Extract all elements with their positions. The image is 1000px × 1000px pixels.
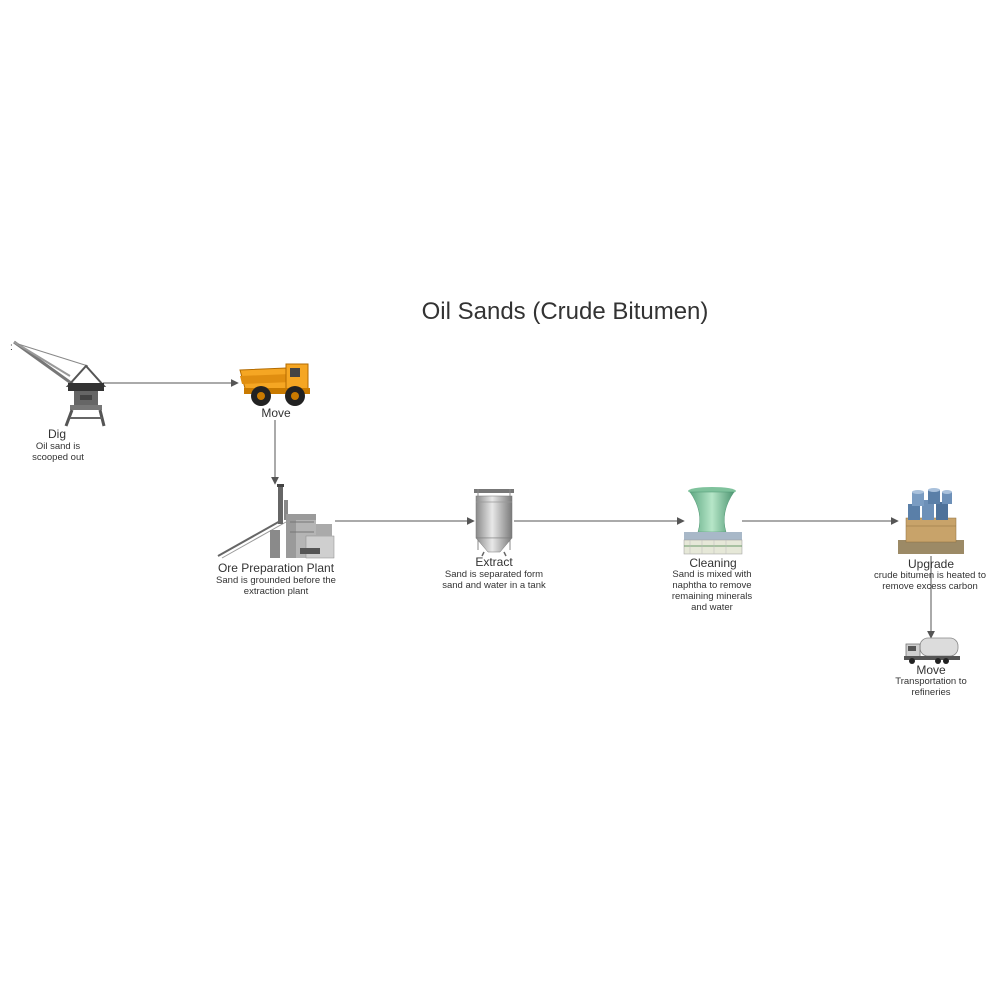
factory-icon: [217, 484, 335, 559]
node-label-upgrade: Upgrade: [907, 557, 955, 571]
node-label-ore-plant: Ore Preparation Plant: [217, 561, 335, 575]
storage-tanks-icon: [898, 488, 964, 554]
node-desc-cleaning: Sand is mixed with naphtha to remove rem…: [671, 569, 753, 613]
node-desc-ore-plant: Sand is grounded before the extraction p…: [216, 575, 336, 597]
node-desc-upgrade: crude bitumen is heated to remove excess…: [874, 570, 986, 592]
node-label-cleaning: Cleaning: [689, 556, 737, 570]
excavator-crane-icon: [13, 340, 107, 427]
node-desc-dig: Oil sand is scooped out: [32, 441, 84, 463]
diagram-title: Oil Sands (Crude Bitumen): [421, 298, 709, 325]
node-label-move-tanker: Move: [916, 663, 946, 677]
node-label-dig: Dig: [47, 427, 66, 441]
node-label-move-truck: Move: [261, 406, 291, 420]
tanker-truck-icon: [904, 637, 960, 664]
silo-tank-icon: [474, 489, 514, 557]
cooling-tower-icon: [683, 487, 743, 555]
stray-mark: :: [10, 342, 13, 353]
node-desc-extract: Sand is separated form sand and water in…: [442, 569, 546, 591]
edges: [103, 379, 935, 639]
dump-truck-icon: [239, 363, 310, 406]
node-label-extract: Extract: [475, 555, 513, 569]
node-desc-move-tanker: Transportation to refineries: [895, 676, 967, 698]
